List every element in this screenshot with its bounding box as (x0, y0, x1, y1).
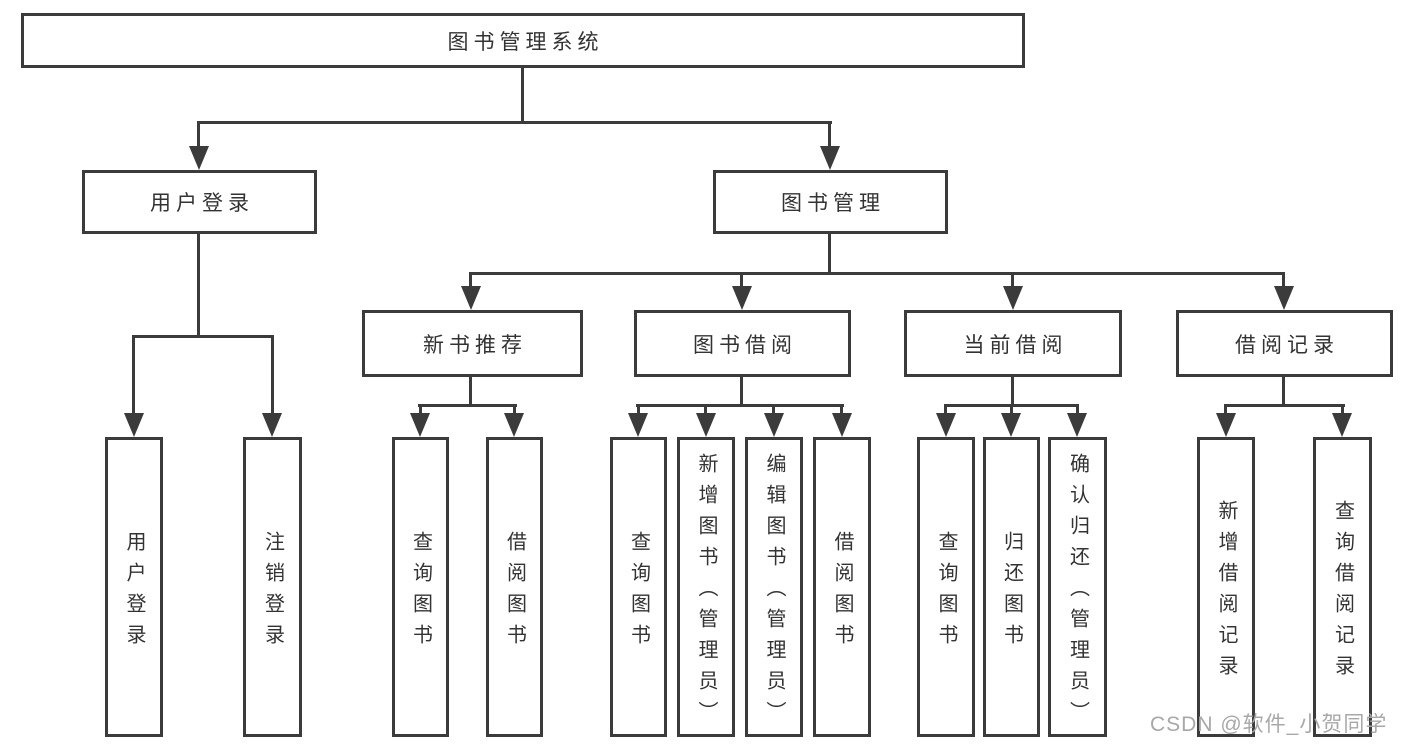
leaf-label: 查询图书 (935, 530, 957, 655)
arrow-down-icon (461, 286, 481, 310)
connector-line (197, 121, 200, 149)
leaf-borrow-books: 借阅图书 (813, 437, 871, 737)
arrow-down-icon (628, 413, 648, 437)
leaf-label: 查询图书 (627, 530, 650, 655)
leaf-query-borrow-record: 查询借阅记录 (1313, 437, 1372, 737)
leaf-label: 查询借阅记录 (1331, 499, 1354, 686)
node-category-current-borrow: 当前借阅 (904, 310, 1122, 377)
connector-line (1282, 377, 1285, 407)
node-category-borrow-records: 借阅记录 (1176, 310, 1393, 377)
arrow-down-icon (262, 413, 282, 437)
leaf-query-books-current: 查询图书 (917, 437, 975, 737)
connector-line (828, 234, 831, 275)
arrow-down-icon (1216, 413, 1236, 437)
connector-line (418, 404, 517, 407)
leaf-label: 查询图书 (409, 530, 432, 655)
connector-line (469, 272, 472, 290)
node-category-book-borrow: 图书借阅 (634, 310, 851, 377)
leaf-label: 新增借阅记录 (1215, 499, 1237, 686)
arrow-down-icon (832, 413, 852, 437)
arrow-down-icon (124, 413, 144, 437)
connector-line (1224, 404, 1345, 407)
leaf-label: 新增图书（管理员） (695, 453, 717, 732)
arrow-down-icon (696, 413, 716, 437)
arrow-down-icon (936, 413, 956, 437)
connector-line (636, 404, 844, 407)
connector-line (1011, 272, 1014, 290)
leaf-label: 借阅图书 (831, 530, 853, 655)
arrow-down-icon (189, 146, 209, 170)
leaf-add-book-admin: 新增图书（管理员） (677, 437, 735, 737)
leaf-return-book: 归还图书 (983, 437, 1040, 737)
leaf-logout: 注销登录 (243, 437, 302, 737)
connector-line (828, 121, 831, 149)
connector-line (271, 335, 274, 417)
connector-line (740, 377, 743, 407)
connector-line (740, 272, 743, 290)
leaf-label: 归还图书 (1000, 530, 1023, 655)
leaf-confirm-return-admin: 确认归还（管理员） (1048, 437, 1107, 737)
node-user-login: 用户登录 (82, 170, 317, 234)
leaf-query-books-recommend: 查询图书 (392, 437, 449, 737)
leaf-add-borrow-record: 新增借阅记录 (1197, 437, 1255, 737)
arrow-down-icon (1274, 286, 1294, 310)
leaf-label: 借阅图书 (503, 530, 526, 655)
arrow-down-icon (1001, 413, 1021, 437)
node-book-management: 图书管理 (713, 170, 948, 234)
connector-line (198, 121, 832, 124)
leaf-label: 确认归还（管理员） (1066, 453, 1089, 732)
connector-line (1282, 272, 1285, 290)
node-root: 图书管理系统 (21, 13, 1025, 68)
connector-line (1011, 377, 1014, 407)
connector-line (469, 377, 472, 407)
arrow-down-icon (1332, 413, 1352, 437)
arrow-down-icon (732, 286, 752, 310)
leaf-label: 编辑图书（管理员） (763, 453, 785, 732)
leaf-query-books-borrow: 查询图书 (610, 437, 667, 737)
leaf-label: 注销登录 (261, 530, 284, 655)
leaf-borrow-books-recommend: 借阅图书 (486, 437, 543, 737)
arrow-down-icon (1003, 286, 1023, 310)
arrow-down-icon (410, 413, 430, 437)
connector-line (132, 335, 135, 417)
connector-line (132, 335, 274, 338)
leaf-edit-book-admin: 编辑图书（管理员） (745, 437, 803, 737)
arrow-down-icon (820, 146, 840, 170)
arrow-down-icon (504, 413, 524, 437)
connector-line (521, 68, 524, 124)
leaf-label: 用户登录 (123, 530, 145, 655)
connector-line (197, 234, 200, 338)
arrow-down-icon (1067, 413, 1087, 437)
csdn-watermark: CSDN @软件_小贺同学 (1150, 713, 1388, 736)
leaf-user-login: 用户登录 (105, 437, 163, 737)
arrow-down-icon (764, 413, 784, 437)
node-category-new-book-recommend: 新书推荐 (362, 310, 583, 377)
connector-line (469, 272, 1285, 275)
